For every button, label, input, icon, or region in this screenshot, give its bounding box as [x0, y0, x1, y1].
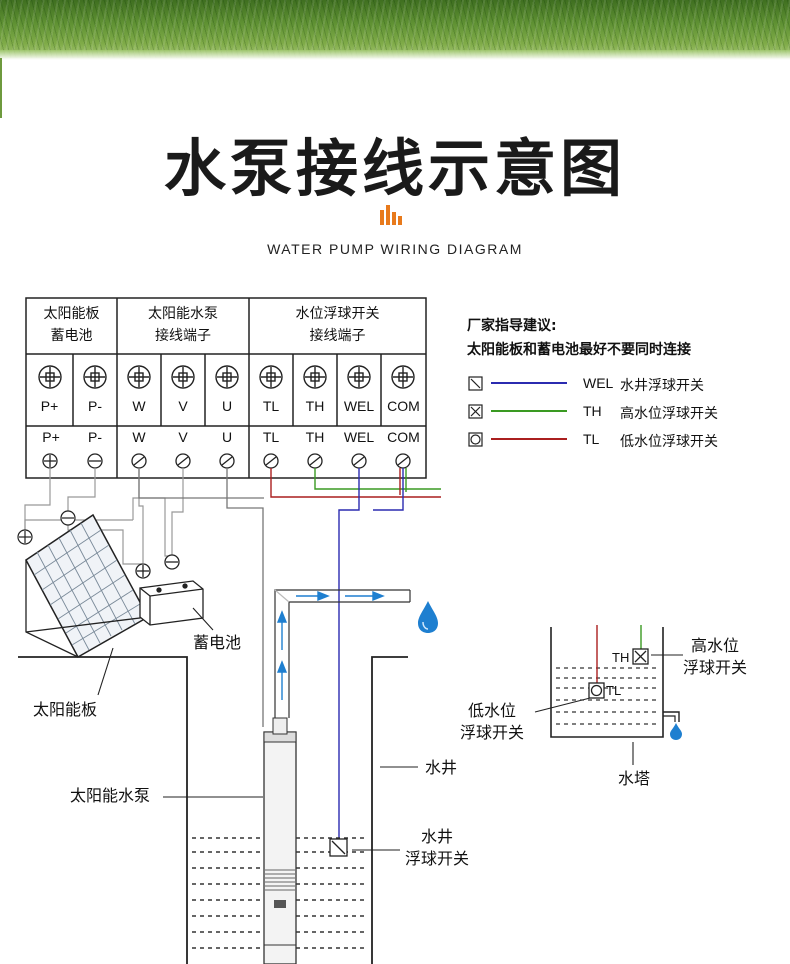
outlet-pipe	[274, 589, 411, 718]
pump-label: 太阳能水泵	[70, 786, 151, 805]
terminal-label-w: W	[132, 398, 146, 414]
terminal-table-grid	[25, 297, 427, 479]
terminal-label-p-plus: P+	[40, 398, 59, 414]
terminal-label-u-lower: U	[221, 429, 233, 445]
group-float-line2: 接线端子	[309, 328, 366, 344]
terminal-label-w-lower: W	[132, 429, 146, 445]
terminal-label-p-plus-lower: P+	[42, 429, 60, 445]
well-label: 水井	[425, 758, 458, 777]
group-pump-header: 太阳能水泵 接线端子	[117, 303, 249, 347]
legend-wel-desc: 水井浮球开关	[620, 378, 704, 394]
terminal-label-v-lower: V	[178, 429, 188, 445]
legend-tl-code: TL	[583, 431, 600, 447]
page-title: 水泵接线示意图	[163, 132, 626, 205]
connection-symbols	[42, 453, 411, 469]
high-switch-line2: 浮球开关	[683, 658, 748, 677]
float-switch-wires	[270, 468, 441, 839]
grass-fade	[0, 50, 790, 60]
grass-banner	[0, 0, 790, 58]
low-switch-line2: 浮球开关	[460, 723, 525, 742]
terminal-label-v: V	[178, 398, 188, 414]
advice-text: 太阳能板和蓄电池最好不要同时连接	[467, 342, 691, 358]
solar-panel-graphic	[25, 513, 150, 659]
terminal-label-com-lower: COM	[387, 429, 420, 445]
group-pump-line2: 接线端子	[155, 328, 211, 344]
high-switch-label: 高水位 浮球开关	[683, 635, 747, 679]
screw-terminals-top	[38, 365, 415, 389]
low-float-switch-icon	[588, 682, 605, 699]
pump-graphic	[263, 717, 297, 964]
battery-graphic	[135, 554, 204, 626]
well-float-switch-icon	[329, 838, 348, 857]
tank-tl-label: TL	[606, 683, 622, 698]
terminal-label-tl: TL	[262, 398, 280, 414]
terminal-label-wel: WEL	[343, 398, 375, 414]
well-switch-label: 水井 浮球开关	[405, 826, 469, 870]
group-float-header: 水位浮球开关 接线端子	[249, 303, 426, 347]
water-drop-icon	[418, 601, 438, 633]
flow-arrows	[276, 590, 385, 700]
tank-th-label: TH	[612, 650, 630, 665]
legend-wel-code: WEL	[583, 375, 614, 391]
well-switch-line1: 水井	[421, 827, 454, 846]
group-solar-line2: 蓄电池	[50, 328, 93, 344]
legend-tl-icon	[468, 432, 483, 447]
terminal-label-p-minus-lower: P-	[88, 429, 102, 445]
battery-label: 蓄电池	[193, 633, 242, 652]
low-switch-label: 低水位 浮球开关	[460, 700, 524, 744]
terminal-label-tl-lower: TL	[262, 429, 280, 445]
group-pump-line1: 太阳能水泵	[148, 306, 218, 322]
legend-th-code: TH	[583, 403, 602, 419]
group-solar-line1: 太阳能板	[43, 306, 100, 322]
water-tower-graphic	[550, 625, 680, 738]
legend-th-desc: 高水位浮球开关	[620, 406, 718, 422]
terminal-label-u: U	[221, 398, 233, 414]
legend-th-icon	[468, 404, 483, 419]
low-switch-line1: 低水位	[468, 701, 517, 720]
solar-panel-label: 太阳能板	[33, 700, 98, 719]
terminal-label-th-lower: TH	[305, 429, 325, 445]
group-solar-battery-header: 太阳能板 蓄电池	[26, 303, 117, 347]
high-float-switch-icon	[632, 648, 649, 665]
tower-water-drop-icon	[670, 723, 682, 740]
terminal-label-com: COM	[387, 398, 420, 414]
pump-cable-wire	[138, 468, 264, 727]
terminal-label-th: TH	[305, 398, 325, 414]
advice-title: 厂家指导建议:	[467, 318, 557, 334]
plus-terminal-icon	[17, 529, 33, 545]
legend-wel-icon	[468, 376, 483, 391]
grass-edge-strip	[0, 58, 2, 118]
minus-terminal-icon	[60, 510, 76, 526]
legend-tl-desc: 低水位浮球开关	[620, 434, 718, 450]
page-subtitle: WATER PUMP WIRING DIAGRAM	[267, 241, 523, 257]
high-switch-line1: 高水位	[691, 636, 740, 655]
tower-label: 水塔	[618, 769, 651, 788]
well-switch-line2: 浮球开关	[405, 849, 470, 868]
group-float-line1: 水位浮球开关	[295, 306, 380, 322]
leader-lines	[97, 607, 683, 851]
terminal-label-wel-lower: WEL	[343, 429, 375, 445]
terminal-label-p-minus: P-	[88, 398, 102, 414]
